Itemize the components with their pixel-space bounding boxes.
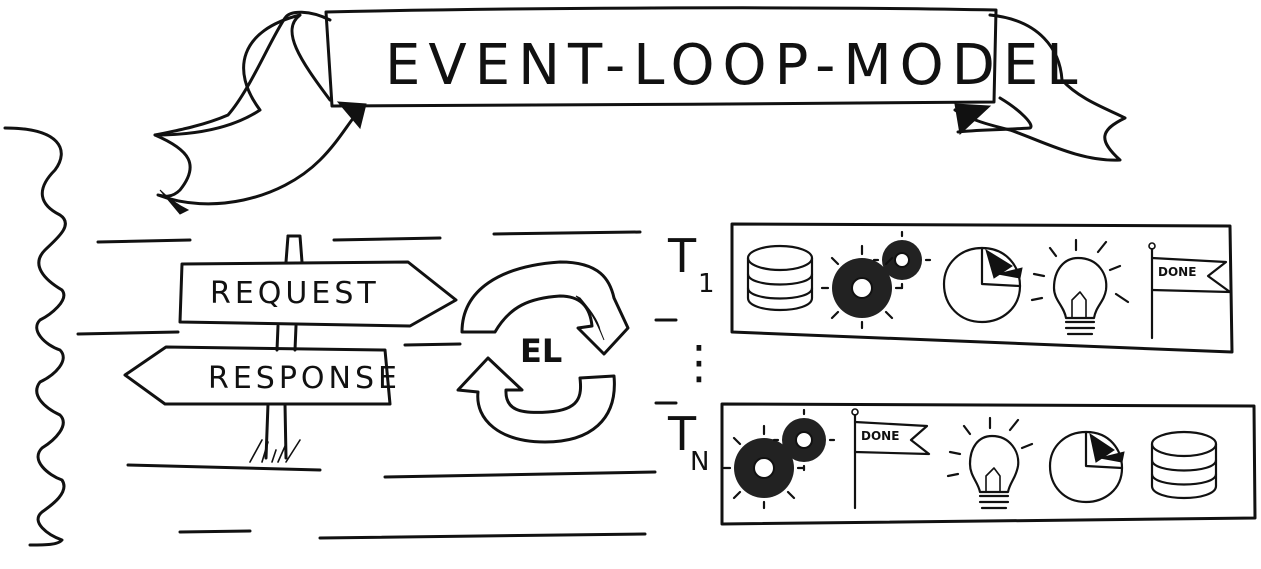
pie-chart-icon [1048, 430, 1125, 504]
thread-labels: T 1 ⋮ T N [654, 229, 722, 477]
database-icon [746, 244, 814, 312]
lightbulb-icon [1030, 238, 1130, 336]
thread-first-letter: T [667, 229, 697, 283]
lightbulb-icon [946, 416, 1034, 510]
done-flag-icon: DONE [851, 408, 931, 510]
threads-ellipsis: ⋮ [676, 335, 722, 389]
pie-chart-icon [942, 246, 1023, 324]
gears-icon [820, 230, 932, 330]
title-banner: EVENT-LOOP-MODEL [153, 6, 1127, 215]
done-flag-label: DONE [861, 429, 899, 443]
done-flag-label: DONE [1158, 265, 1196, 279]
thread-first-subscript: 1 [698, 269, 715, 299]
banner-title: EVENT-LOOP-MODEL [385, 33, 1085, 98]
gears-icon [722, 408, 836, 510]
request-sign-label: REQUEST [210, 276, 380, 311]
signpost: REQUEST RESPONSE [123, 234, 458, 463]
thread-last-subscript: N [690, 447, 709, 477]
lane-lines [76, 230, 657, 540]
client-wavy-edge [3, 126, 67, 547]
task-row-first: DONE [730, 222, 1234, 354]
done-flag-icon: DONE [1148, 242, 1232, 340]
task-row-last: DONE [720, 402, 1257, 526]
event-loop-label: EL [520, 332, 562, 370]
thread-last-letter: T [667, 407, 697, 461]
response-sign-label: RESPONSE [208, 361, 401, 396]
database-icon [1150, 430, 1218, 500]
event-loop-cycle: EL [456, 260, 630, 444]
